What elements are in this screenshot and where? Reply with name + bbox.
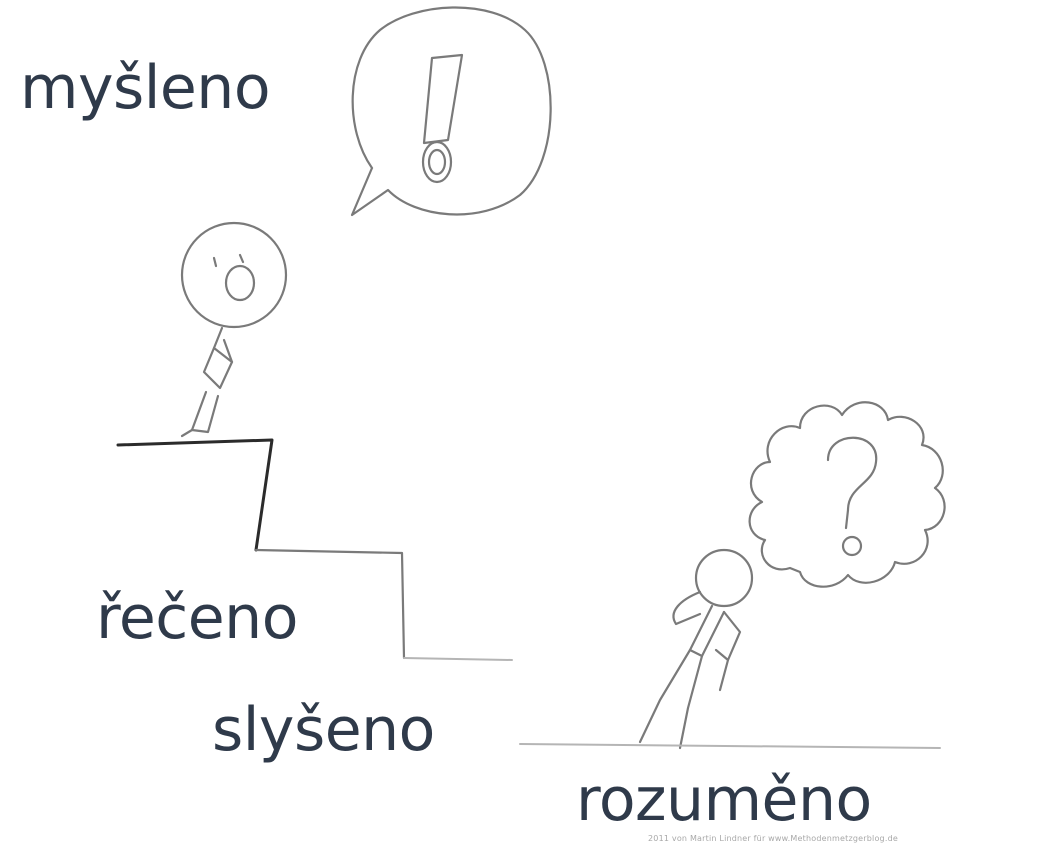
stick-figure-listener-icon xyxy=(638,548,754,750)
label-thought: myšleno xyxy=(20,53,271,123)
label-said: řečeno xyxy=(96,583,298,653)
ground-line xyxy=(519,743,941,749)
label-heard: slyšeno xyxy=(212,695,435,765)
stairs-diagram xyxy=(116,438,513,661)
image-credit: 2011 von Martin Lindner für www.Methoden… xyxy=(648,834,898,843)
label-understood: rozuměno xyxy=(576,765,872,835)
speech-bubble-exclamation-icon xyxy=(350,6,552,217)
thought-cloud-question-icon xyxy=(748,401,946,588)
stick-figure-speaker-icon xyxy=(180,221,288,438)
